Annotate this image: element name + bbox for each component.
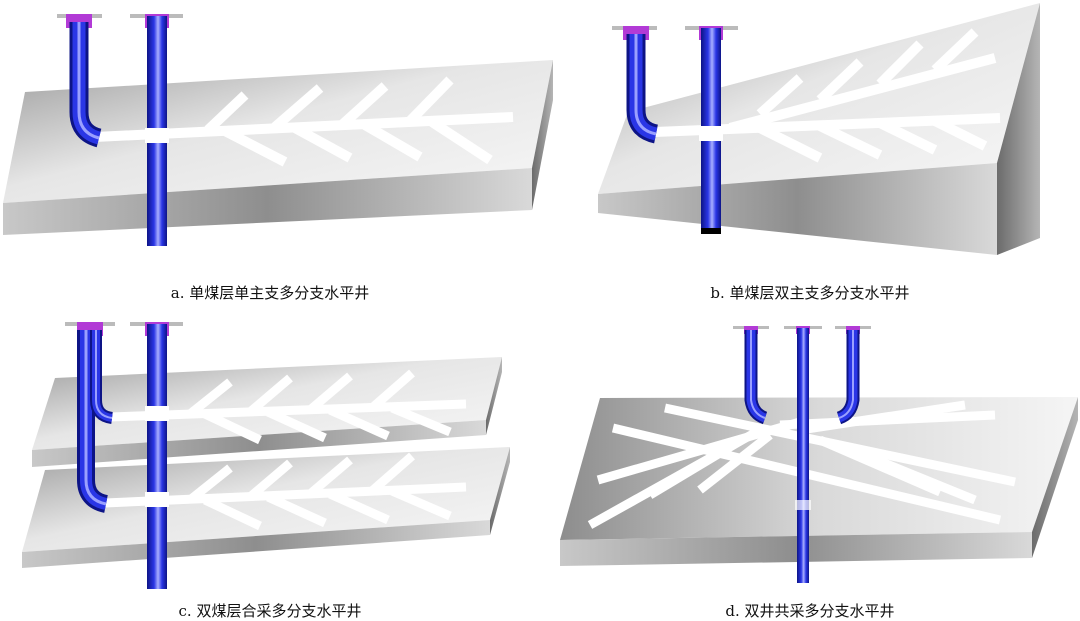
caption-panel-d: d. 双井共采多分支水平井 [725, 602, 895, 620]
directional-well-left [733, 326, 769, 425]
branch-set-upper [109, 369, 467, 445]
caption-panel-a: a. 单煤层单主支多分支水平井 [170, 284, 370, 302]
coal-seam-side-lower [490, 447, 510, 535]
panel-d [560, 326, 1078, 583]
coal-seam-front-lower [22, 520, 490, 568]
caption-panel-b: b. 单煤层双主支多分支水平井 [710, 284, 910, 302]
panel-a [3, 14, 553, 246]
branch-set [587, 400, 1016, 529]
vertical-well [784, 326, 822, 583]
coal-seam-side [532, 60, 553, 210]
caption-panel-c: c. 双煤层合采多分支水平井 [178, 602, 362, 620]
vertical-well [685, 26, 738, 234]
coal-seam-side [997, 3, 1040, 255]
coal-seam-front [560, 532, 1032, 566]
panel-b [598, 3, 1040, 255]
directional-well-right [835, 326, 871, 425]
coal-seam-front [3, 168, 532, 235]
coal-seam-front [598, 163, 997, 255]
vertical-well [130, 322, 183, 589]
vertical-well [130, 14, 183, 246]
directional-well [57, 14, 102, 148]
coal-seam-side [1032, 397, 1078, 558]
coal-seam-side-upper [486, 357, 502, 435]
directional-well [612, 26, 659, 144]
directional-well-dual [65, 322, 115, 513]
panel-c [22, 322, 510, 589]
